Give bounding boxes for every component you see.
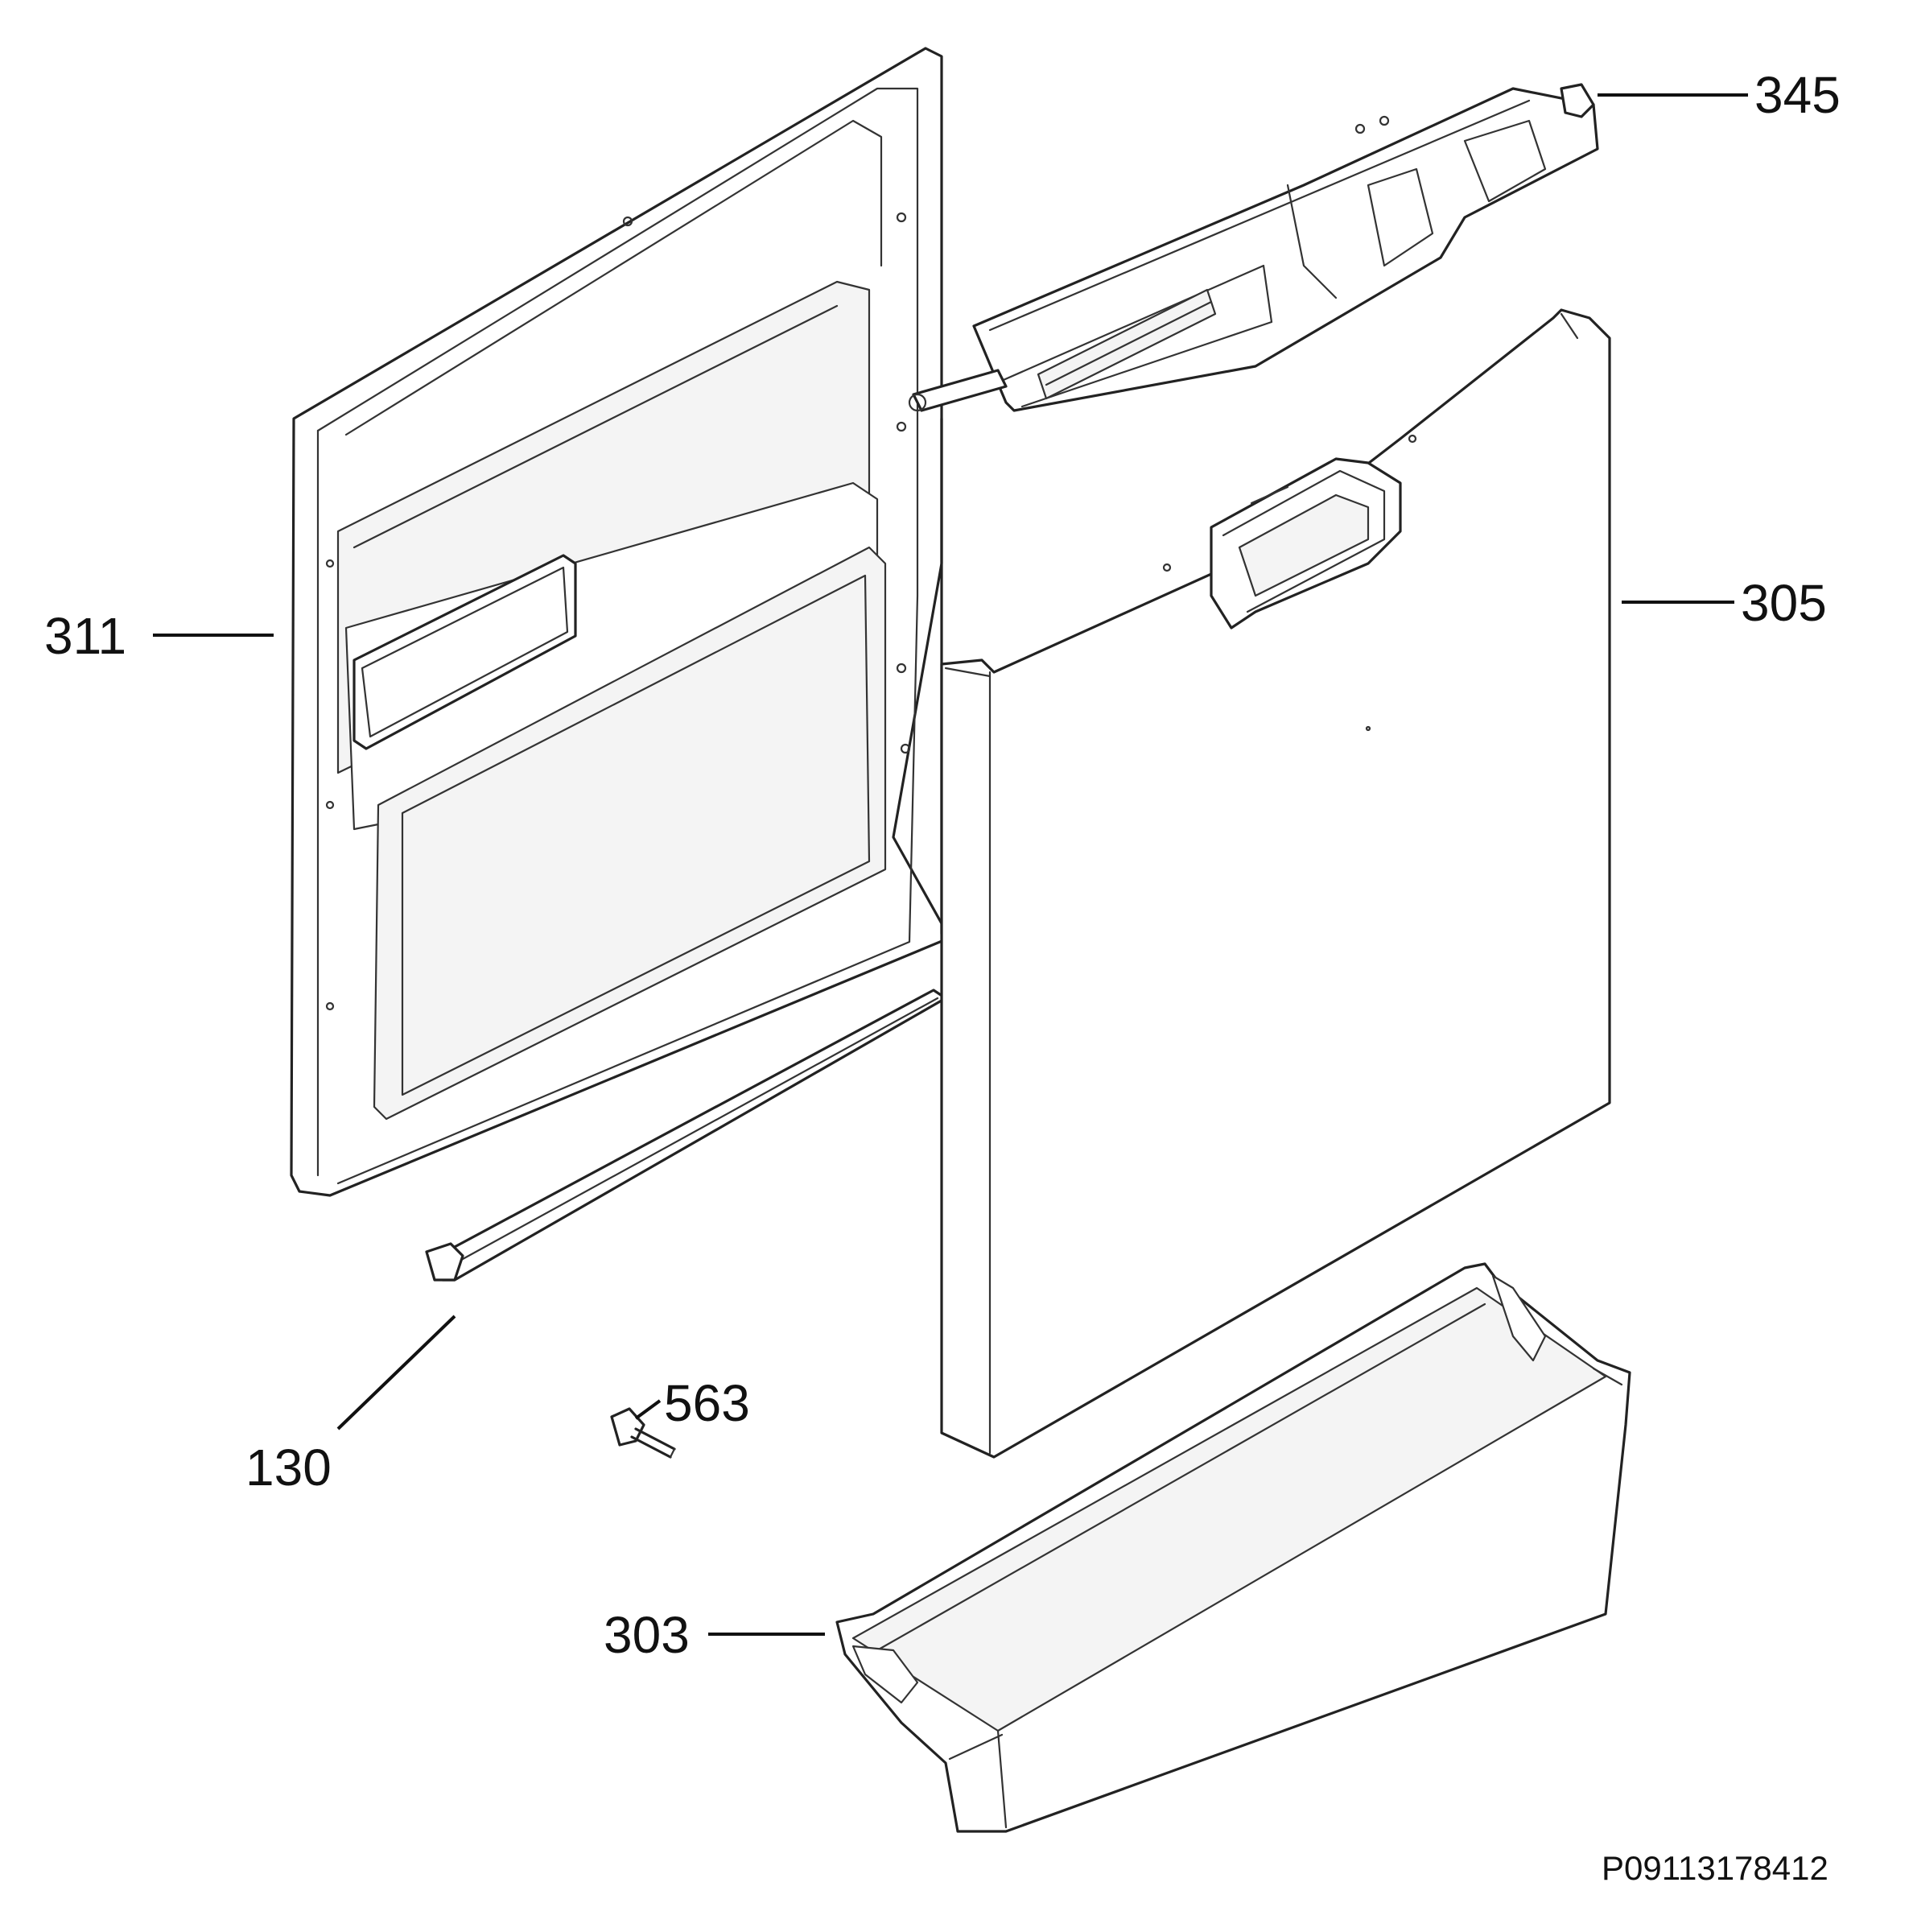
label-345: 345 xyxy=(1754,66,1841,124)
label-305: 305 xyxy=(1741,574,1827,632)
label-130: 130 xyxy=(245,1439,332,1496)
part-303-plinth xyxy=(835,1262,1631,1833)
part-345-control-unit xyxy=(908,83,1599,412)
part-305-outer-door xyxy=(940,308,1611,1459)
part-311-inner-door xyxy=(290,47,951,1197)
label-311: 311 xyxy=(44,607,126,665)
label-563: 563 xyxy=(664,1374,750,1432)
part-130-seal-strip xyxy=(425,989,947,1282)
leader-130 xyxy=(336,1315,456,1430)
leader-563 xyxy=(634,1399,662,1420)
part-labels: 345 311 305 130 563 303 P09113178412 xyxy=(44,66,1841,1887)
label-303: 303 xyxy=(604,1606,690,1664)
drawing-code: P09113178412 xyxy=(1602,1849,1828,1887)
leader-lines xyxy=(153,93,1748,1636)
